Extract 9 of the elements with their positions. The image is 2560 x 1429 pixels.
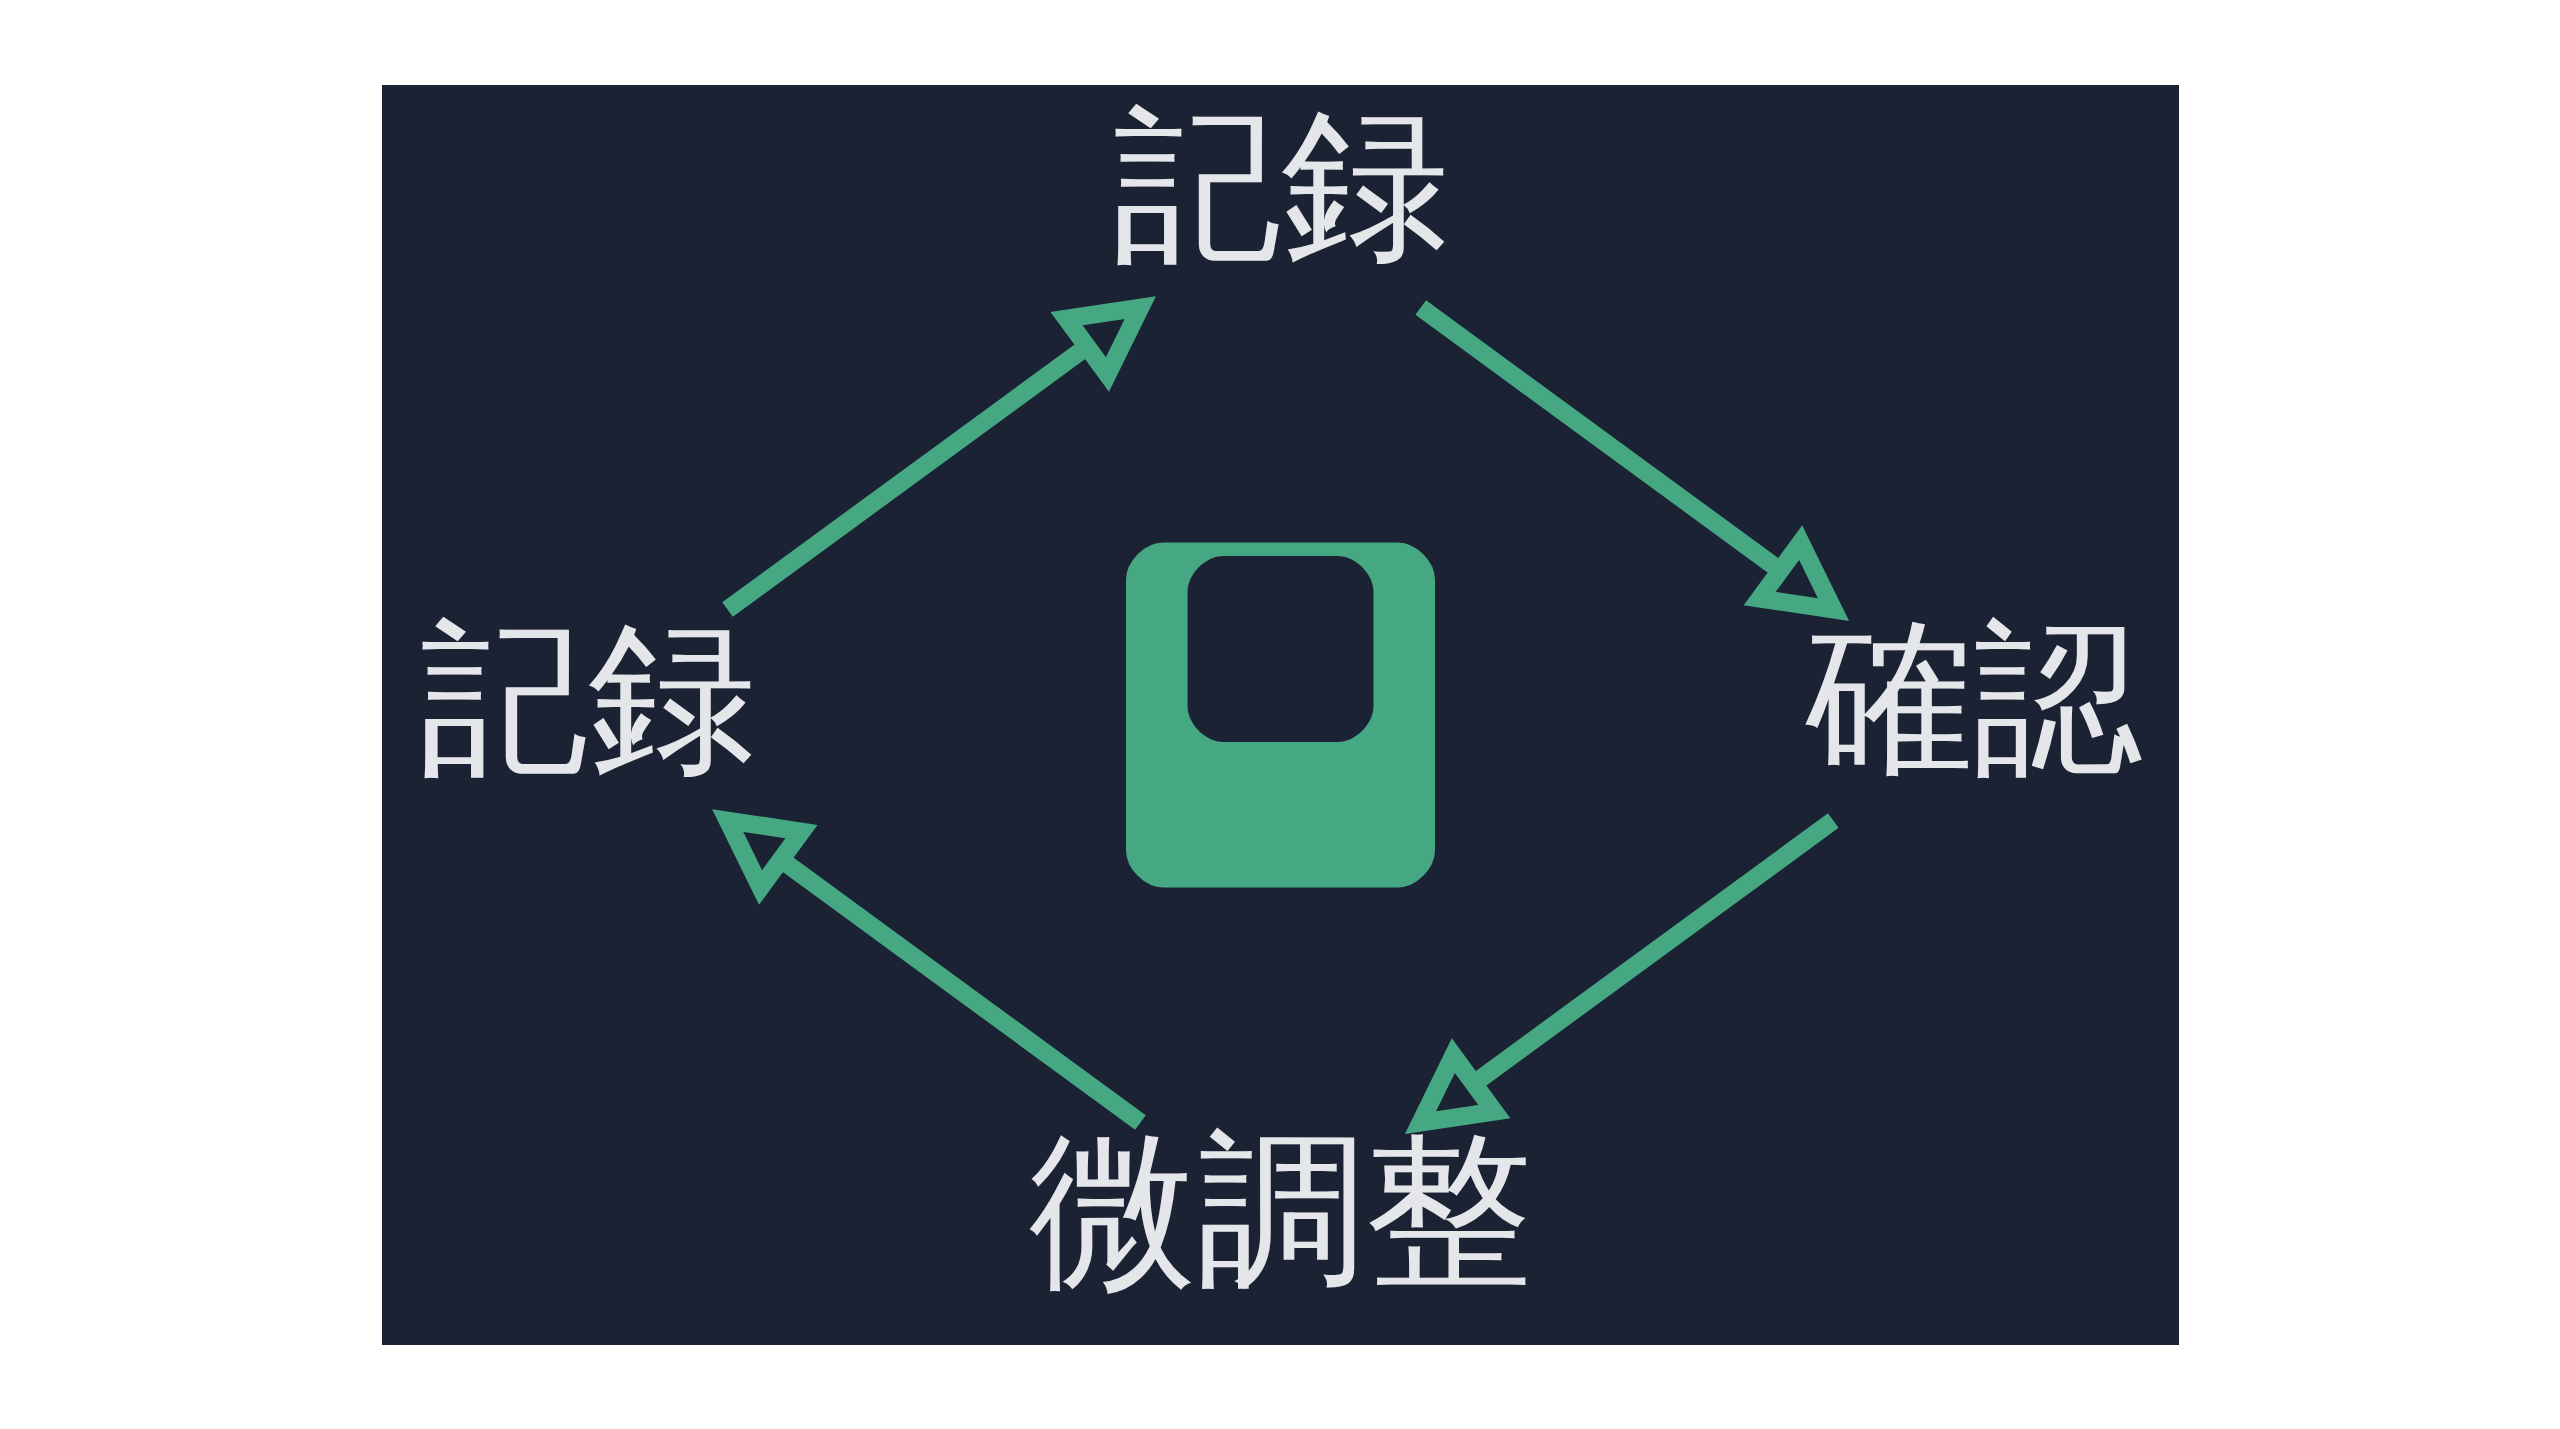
node-text: 記録	[419, 599, 755, 796]
node-picture	[1125, 542, 1435, 887]
node-text: 微調整	[1028, 1112, 1532, 1309]
node-text: 確認	[1805, 599, 2141, 796]
node-text: 記録	[1112, 86, 1448, 283]
arrow	[1414, 299, 1849, 621]
arrow	[721, 295, 1156, 617]
arrow	[1404, 812, 1839, 1134]
arrow	[711, 808, 1146, 1130]
